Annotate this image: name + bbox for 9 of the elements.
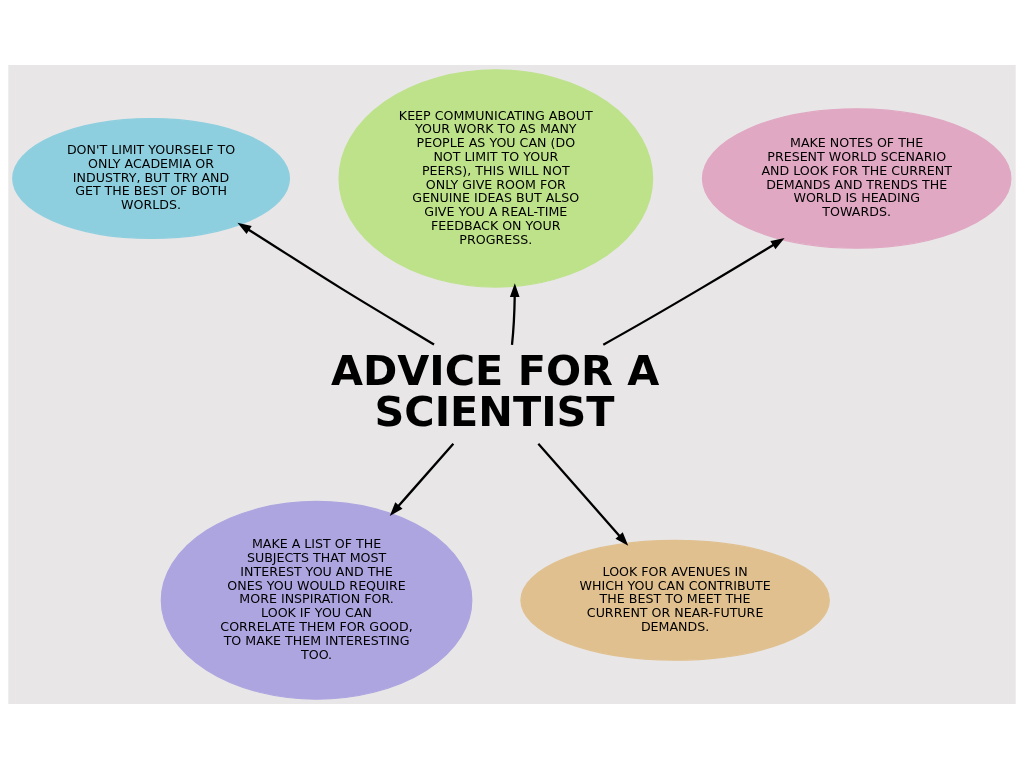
node-text: ADVICE FOR A SCIENTIST [330,346,660,436]
node-ellipse: KEEP COMMUNICATING ABOUT YOUR WORK TO AS MANY PEOPLE AS YOU CAN (DO NOT LIMIT TO YOUR PEERS), THIS WILL NOT ONLY GIVE ROOM FOR GENUINE IDEAS BUT ALSO GIVE YOU A REAL-TIME FEEDBACK ON YOUR PROGRESS. [338,68,654,288]
arrow [602,237,785,346]
arrow [237,222,435,346]
node-ellipse: DON'T LIMIT YOURSELF TO ONLY ACADEMIA OR INDUSTRY, BUT TRY AND GET THE BEST OF BOTH WORLDS. [12,117,291,239]
arrow [537,442,629,546]
node-ellipse: LOOK FOR AVENUES IN WHICH YOU CAN CONTRIBUTE THE BEST TO MEET THE CURRENT OR NEAR-FUTURE DEMANDS. [520,539,830,661]
arrow [509,282,520,345]
arrow [389,442,455,516]
